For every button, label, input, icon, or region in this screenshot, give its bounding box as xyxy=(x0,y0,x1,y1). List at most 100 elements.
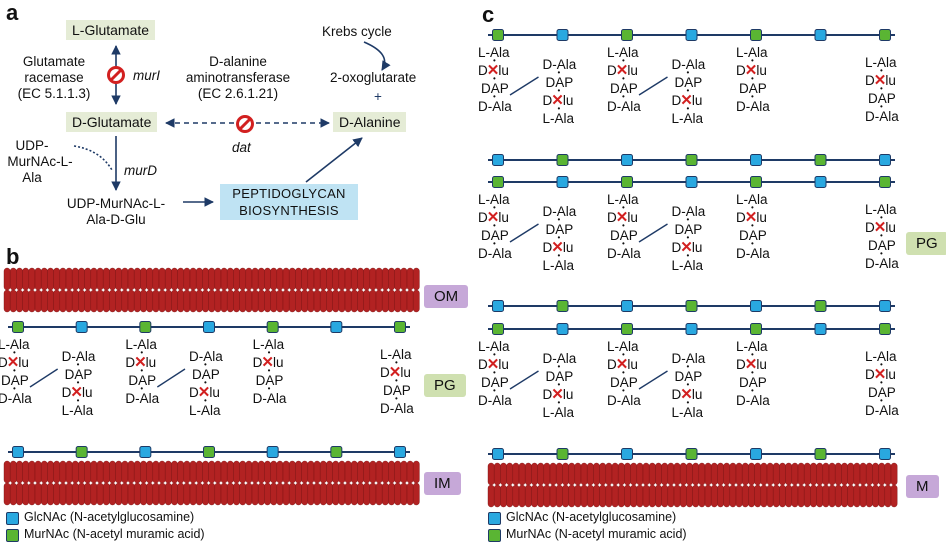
lipid-unit xyxy=(3,482,11,506)
lipid-unit xyxy=(338,482,346,506)
d-glu-suffix: lu xyxy=(691,387,703,402)
lipid-unit xyxy=(78,482,85,506)
lipid-unit xyxy=(239,460,247,484)
lipid-unit xyxy=(41,267,48,291)
lipid-unit xyxy=(158,289,166,313)
peptide-bond-dot: • xyxy=(686,380,690,389)
lipid-unit xyxy=(624,462,631,486)
glcnac-sugar xyxy=(394,446,406,458)
d-alanine-residue: D-Ala xyxy=(478,393,512,408)
lipid-unit xyxy=(406,460,414,484)
lipid-unit xyxy=(525,484,532,508)
d-glutamate-residue: D✕lu xyxy=(865,73,896,89)
lipid-unit xyxy=(320,482,327,506)
lipid-unit xyxy=(382,267,389,291)
lipid-unit xyxy=(189,289,197,313)
lipid-unit xyxy=(357,267,364,291)
lipid-unit xyxy=(90,482,98,506)
peptide-bond-dot: • xyxy=(267,348,271,357)
peptide-bond-dot: • xyxy=(493,74,496,83)
lipid-unit xyxy=(152,482,160,506)
dap-residue: DAP xyxy=(383,383,411,398)
lipid-unit xyxy=(71,460,79,484)
peptide-bond-dot: • xyxy=(751,350,754,359)
lipid-unit xyxy=(152,267,160,291)
d-glutamate-residue: D✕lu xyxy=(478,357,509,373)
lipid-unit xyxy=(313,482,321,506)
d-glutamate-residue: D✕lu xyxy=(253,355,284,371)
cross-out-icon: ✕ xyxy=(197,384,211,401)
lipid-unit xyxy=(264,482,271,506)
l-alanine-residue: L-Ala xyxy=(607,339,639,354)
lipid-unit xyxy=(47,289,54,313)
d-glu-prefix: D xyxy=(125,355,136,370)
lipid-unit xyxy=(158,482,166,506)
lipid-unit xyxy=(96,289,104,313)
lipid-unit xyxy=(102,289,110,313)
lipid-unit xyxy=(351,482,358,506)
lipid-unit xyxy=(96,460,104,484)
lipid-unit xyxy=(785,484,792,508)
cross-out-icon: ✕ xyxy=(70,384,83,401)
cross-out-icon: ✕ xyxy=(873,72,887,89)
peptide-bond-dot: • xyxy=(76,378,80,387)
cross-out-icon: ✕ xyxy=(388,364,402,381)
d-glutamate-residue: D✕lu xyxy=(672,93,703,109)
lipid-unit xyxy=(84,460,91,484)
lipid-unit xyxy=(835,462,842,486)
murnac-sugar xyxy=(492,323,504,335)
lipid-unit xyxy=(332,289,340,313)
lipid-unit xyxy=(729,484,737,508)
dap-residue: DAP xyxy=(739,375,767,390)
lipid-unit xyxy=(686,462,693,486)
lipid-unit xyxy=(717,484,724,508)
glcnac-sugar xyxy=(685,29,698,41)
d-glutamate-residue: D✕lu xyxy=(736,357,767,373)
dap-residue: DAP xyxy=(64,367,93,382)
glcnac-sugar xyxy=(492,154,504,166)
lipid-unit xyxy=(295,482,302,506)
lipid-unit xyxy=(822,484,830,508)
lipid-unit xyxy=(301,460,309,484)
plus-sign: + xyxy=(374,89,382,104)
peptide-bond-dot: • xyxy=(493,350,496,359)
lipid-unit xyxy=(487,462,495,486)
d-glutamate-residue: D✕lu xyxy=(0,355,29,371)
peptide-bond-dot: • xyxy=(686,104,690,113)
lipid-unit xyxy=(251,460,259,484)
lipid-unit xyxy=(413,460,420,484)
lipid-unit xyxy=(258,289,265,313)
lipid-unit xyxy=(332,482,340,506)
lipid-unit xyxy=(289,289,296,313)
lipid-unit xyxy=(611,462,619,486)
lipid-unit xyxy=(773,462,780,486)
murnac-sugar xyxy=(394,321,406,333)
udp-dotted-curve xyxy=(73,145,113,171)
lipid-unit xyxy=(90,289,98,313)
l-alanine-residue: L-Ala xyxy=(478,192,510,207)
d-glu-prefix: D xyxy=(0,355,8,370)
lipid-unit xyxy=(208,482,216,506)
lipid-unit xyxy=(642,484,650,508)
lipid-unit xyxy=(680,484,687,508)
dap-residue: DAP xyxy=(610,375,638,390)
d-glutamate-residue: D✕lu xyxy=(672,387,703,403)
d-glutamate-residue: D✕lu xyxy=(543,93,574,109)
lipid-unit xyxy=(512,462,520,486)
lipid-unit xyxy=(226,460,234,484)
d-glu-suffix: lu xyxy=(885,73,896,88)
lipid-unit xyxy=(500,462,507,486)
lipid-unit xyxy=(59,289,67,313)
peptide-bond-dot: • xyxy=(557,251,561,260)
lipid-unit xyxy=(698,462,706,486)
cross-out-icon: ✕ xyxy=(744,62,758,79)
lipid-unit xyxy=(500,484,507,508)
lipid-unit xyxy=(531,462,538,486)
d-glutamate-box: D-Glutamate xyxy=(66,112,158,132)
lipid-unit xyxy=(494,462,501,486)
lipid-unit xyxy=(245,460,253,484)
d-alanine-residue: D-Ala xyxy=(736,246,770,261)
lipid-unit xyxy=(853,484,861,508)
lipid-unit xyxy=(276,460,284,484)
